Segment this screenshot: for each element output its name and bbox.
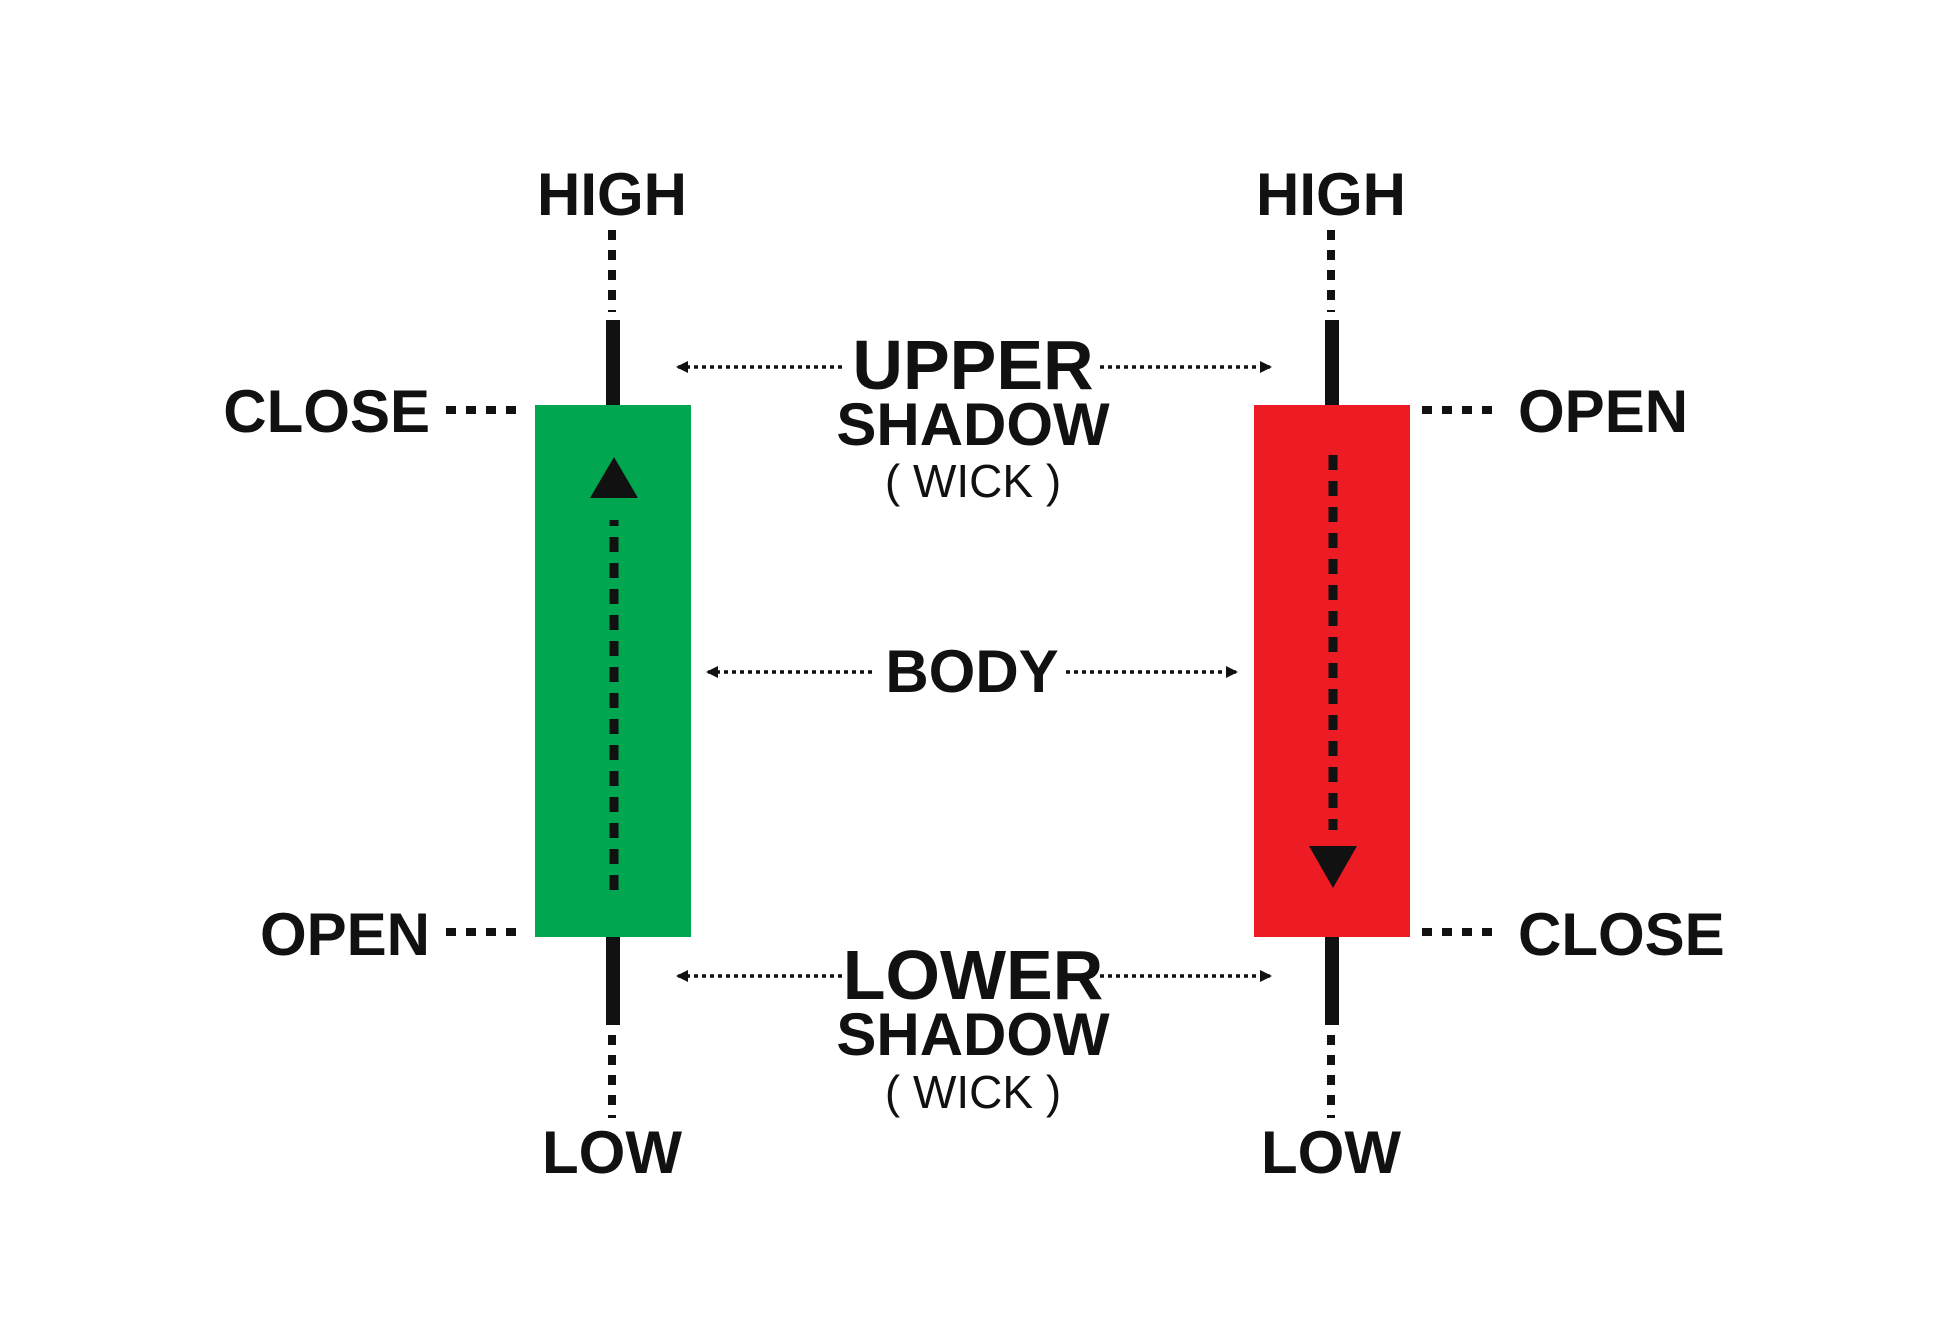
bullish-lower-wick bbox=[606, 937, 620, 1025]
bearish-candle: HIGH LOW OPEN CLOSE bbox=[1254, 161, 1725, 1186]
bearish-upper-wick bbox=[1325, 320, 1339, 408]
body-label: BODY bbox=[885, 638, 1058, 705]
upper-shadow-subtitle: SHADOW bbox=[836, 391, 1110, 458]
bullish-close-label: CLOSE bbox=[223, 378, 430, 445]
lower-shadow-title: LOWER bbox=[843, 936, 1104, 1014]
arrow-up-icon bbox=[590, 457, 638, 498]
bearish-lower-wick bbox=[1325, 937, 1339, 1025]
upper-shadow-wick-note: ( WICK ) bbox=[885, 455, 1061, 507]
bearish-low-label: LOW bbox=[1261, 1119, 1401, 1186]
bullish-high-label: HIGH bbox=[537, 161, 687, 228]
upper-shadow-title: UPPER bbox=[852, 326, 1093, 404]
bullish-low-label: LOW bbox=[542, 1119, 682, 1186]
lower-shadow-annotation: LOWER SHADOW ( WICK ) bbox=[676, 936, 1272, 1118]
bullish-candle: HIGH LOW CLOSE OPEN bbox=[223, 161, 691, 1186]
bearish-close-label: CLOSE bbox=[1518, 901, 1725, 968]
lower-shadow-wick-note: ( WICK ) bbox=[885, 1066, 1061, 1118]
bullish-open-label: OPEN bbox=[260, 901, 430, 968]
lower-shadow-subtitle: SHADOW bbox=[836, 1001, 1110, 1068]
arrow-down-icon bbox=[1309, 846, 1357, 888]
upper-shadow-annotation: UPPER SHADOW ( WICK ) bbox=[676, 326, 1272, 507]
bullish-upper-wick bbox=[606, 320, 620, 408]
body-annotation: BODY bbox=[706, 638, 1238, 705]
bearish-open-label: OPEN bbox=[1518, 378, 1688, 445]
bearish-high-label: HIGH bbox=[1256, 161, 1406, 228]
